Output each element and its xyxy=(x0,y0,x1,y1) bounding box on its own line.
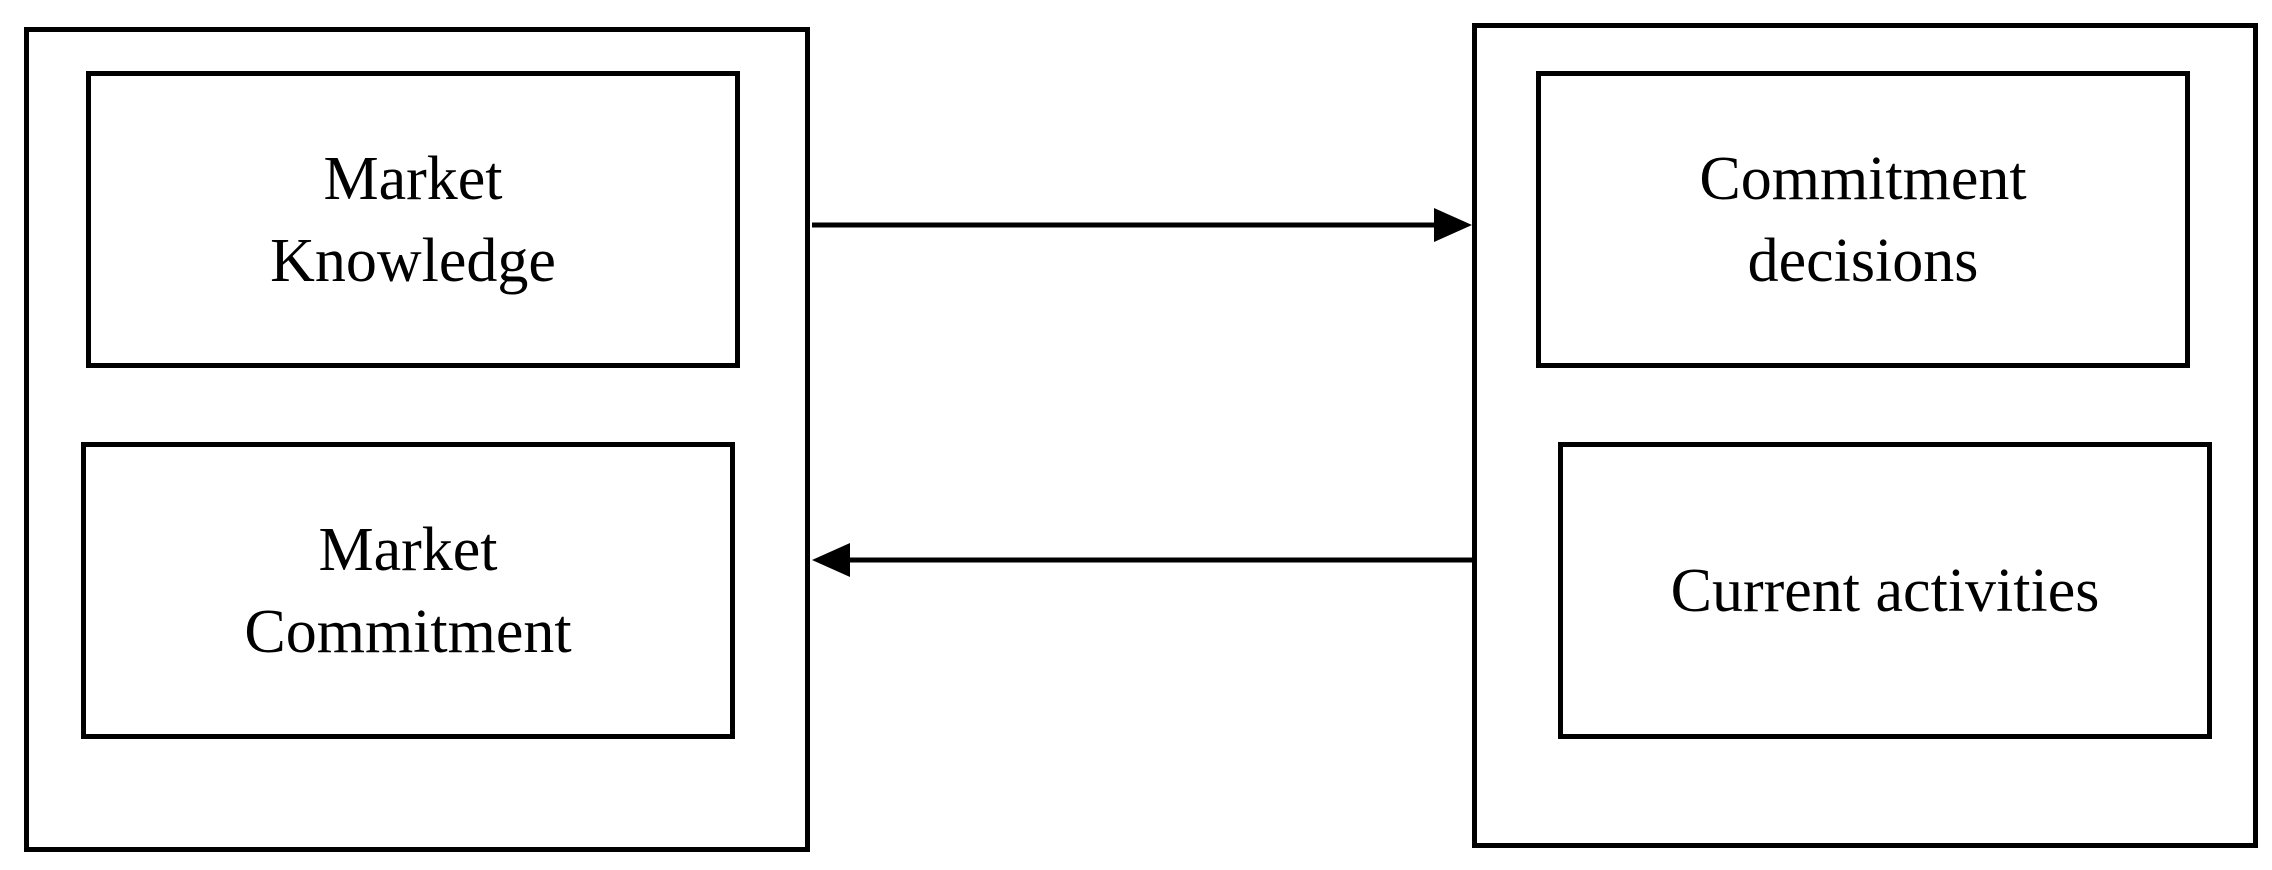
market-knowledge-label: Market Knowledge xyxy=(270,144,556,295)
arrow-right-head xyxy=(1434,208,1472,242)
market-knowledge-box: Market Knowledge xyxy=(86,71,740,368)
current-activities-box: Current activities xyxy=(1558,442,2212,739)
arrow-left-to-commitment xyxy=(812,543,1472,577)
arrow-right-to-decisions xyxy=(812,208,1472,242)
market-commitment-label: Market Commitment xyxy=(244,515,572,666)
arrow-left-head xyxy=(812,543,850,577)
current-activities-label: Current activities xyxy=(1670,556,2100,625)
market-commitment-box: Market Commitment xyxy=(81,442,735,739)
commitment-decisions-label: Commitment decisions xyxy=(1699,144,2027,295)
commitment-decisions-box: Commitment decisions xyxy=(1536,71,2190,368)
